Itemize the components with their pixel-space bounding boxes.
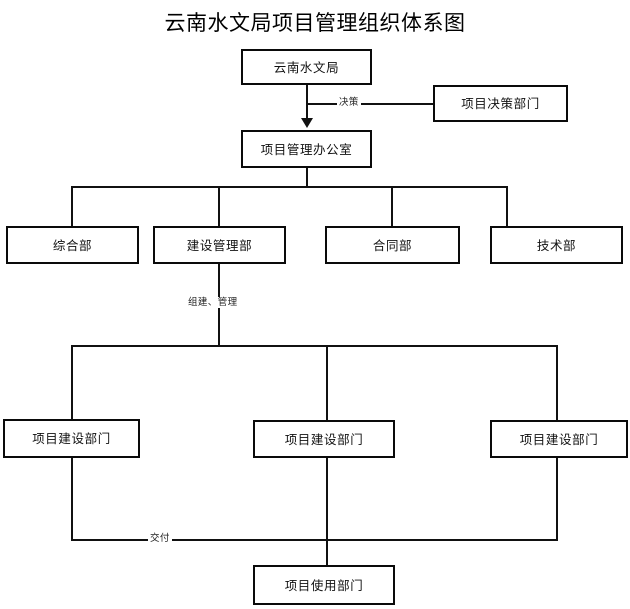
node-bureau[interactable]: 云南水文局	[241, 49, 372, 85]
connector-drop-project-build-1	[71, 345, 73, 420]
node-dept-technology[interactable]: 技术部	[490, 226, 623, 264]
edge-label-decision: 决策	[337, 97, 361, 108]
connector-drop-general	[71, 186, 73, 226]
node-project-user[interactable]: 项目使用部门	[253, 565, 395, 605]
node-decision-dept[interactable]: 项目决策部门	[433, 85, 568, 122]
node-pmo-label: 项目管理办公室	[260, 141, 353, 157]
node-dept-contract[interactable]: 合同部	[325, 226, 460, 264]
node-pmo[interactable]: 项目管理办公室	[241, 130, 372, 168]
arrowhead-bureau-to-pmo-icon	[301, 118, 313, 128]
connector-drop-contract	[391, 186, 393, 226]
node-project-build-2[interactable]: 项目建设部门	[253, 420, 395, 458]
connector-bureau-to-pmo	[306, 85, 308, 120]
chart-title: 云南水文局项目管理组织体系图	[164, 11, 466, 35]
connector-drop-technology	[506, 186, 508, 226]
node-bureau-label: 云南水文局	[273, 59, 340, 75]
connector-project-build-bus	[71, 345, 558, 347]
node-project-build-3[interactable]: 项目建设部门	[490, 420, 628, 458]
node-dept-construction-mgmt-label: 建设管理部	[186, 237, 253, 253]
connector-project-build-3-down	[556, 458, 558, 541]
edge-label-organize-manage: 组建、管理	[186, 297, 240, 308]
node-project-user-label: 项目使用部门	[284, 577, 364, 593]
node-dept-general-label: 综合部	[52, 237, 93, 253]
node-dept-general[interactable]: 综合部	[6, 226, 139, 264]
node-project-build-1[interactable]: 项目建设部门	[3, 419, 140, 458]
node-dept-construction-mgmt[interactable]: 建设管理部	[153, 226, 286, 264]
connector-drop-project-build-3	[556, 345, 558, 420]
connector-project-build-2-down	[326, 458, 328, 541]
connector-drop-project-build-2	[326, 345, 328, 420]
connector-delivery-bus	[71, 539, 558, 541]
node-project-build-3-label: 项目建设部门	[519, 431, 599, 447]
connector-departments-bus	[71, 186, 508, 188]
node-project-build-1-label: 项目建设部门	[32, 431, 111, 446]
connector-drop-construction-mgmt	[218, 186, 220, 226]
node-project-build-2-label: 项目建设部门	[284, 431, 364, 447]
node-dept-contract-label: 合同部	[372, 237, 413, 253]
connector-decision-link	[306, 103, 433, 105]
edge-label-deliver: 交付	[148, 533, 172, 544]
connector-pmo-down	[306, 168, 308, 187]
connector-delivery-to-user	[326, 539, 328, 566]
connector-project-build-1-down	[71, 458, 73, 541]
node-decision-dept-label: 项目决策部门	[461, 96, 540, 111]
node-dept-technology-label: 技术部	[536, 237, 577, 253]
